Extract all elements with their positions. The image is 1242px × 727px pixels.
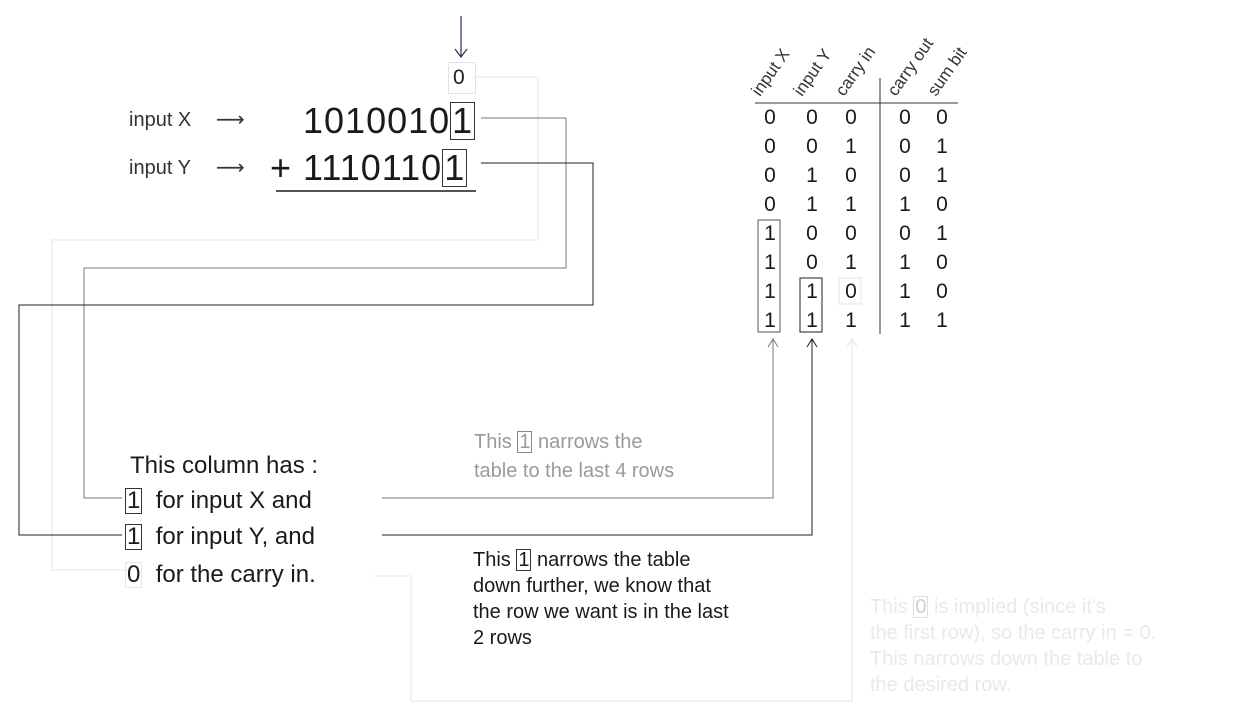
input-y-number: + 11101101: [270, 147, 468, 189]
note-y-prefix: This: [473, 549, 511, 571]
note-x-prefix: This: [474, 431, 512, 453]
input-y-last-digit: 1: [442, 147, 468, 188]
table-cell-input-y: 0: [806, 251, 818, 274]
table-cell-input-x: 1: [764, 222, 776, 245]
column-note-y-text: for input Y, and: [155, 523, 315, 550]
table-cell-carry-out: 0: [899, 222, 911, 245]
right-arrow-icon: ⟶: [216, 157, 245, 179]
table-cell-input-y: 1: [806, 193, 818, 216]
input-y-wire-to-table: [382, 340, 813, 536]
table-cell-input-y: 0: [806, 135, 818, 158]
table-cell-input-x: 1: [764, 251, 776, 274]
column-note-y-value: 1: [125, 523, 143, 550]
table-cell-carry-out: 0: [899, 164, 911, 187]
table-cell-carry-out: 1: [899, 280, 911, 303]
input-y-label: input Y: [129, 157, 191, 179]
note-x-value: 1: [517, 431, 533, 453]
column-note-x-value: 1: [125, 487, 143, 514]
table-cell-sum-bit: 0: [936, 251, 948, 274]
table-cell-carry-in: 1: [845, 309, 857, 332]
table-cell-carry-out: 0: [899, 106, 911, 129]
table-box-input-x: [757, 219, 781, 333]
input-x-wire: [83, 117, 567, 499]
input-x-last-digit: 1: [450, 100, 476, 141]
table-cell-carry-out: 1: [899, 309, 911, 332]
note-carry-line2: the first row), so the carry in = 0.: [870, 622, 1157, 644]
table-cell-carry-in: 0: [845, 106, 857, 129]
table-cell-carry-out: 1: [899, 193, 911, 216]
column-note-carry-value: 0: [125, 561, 143, 588]
table-box-input-y: [799, 277, 823, 333]
table-cell-sum-bit: 1: [936, 222, 948, 245]
table-cell-input-x: 1: [764, 309, 776, 332]
table-cell-sum-bit: 0: [936, 193, 948, 216]
table-cell-carry-in: 0: [845, 222, 857, 245]
table-cell-sum-bit: 1: [936, 309, 948, 332]
table-cell-carry-in: 0: [845, 280, 857, 303]
note-carry-suffix: is implied (since it's: [934, 596, 1106, 618]
table-cell-input-x: 0: [764, 135, 776, 158]
note-y-line3: the row we want is in the last: [473, 601, 729, 623]
carry-wire: [51, 76, 539, 571]
note-input-x: This 1 narrows the table to the last 4 r…: [474, 428, 674, 486]
table-cell-input-y: 0: [806, 222, 818, 245]
table-box-carry: [838, 277, 862, 305]
column-note-x-text: for input X and: [155, 487, 312, 514]
table-cell-input-y: 0: [806, 106, 818, 129]
table-cell-sum-bit: 0: [936, 280, 948, 303]
table-cell-input-y: 1: [806, 280, 818, 303]
table-cell-sum-bit: 0: [936, 106, 948, 129]
table-cell-carry-out: 0: [899, 135, 911, 158]
column-note-title: This column has :: [130, 452, 319, 479]
note-y-suffix: narrows the table: [537, 549, 691, 571]
table-cell-input-x: 0: [764, 193, 776, 216]
table-cell-input-y: 1: [806, 309, 818, 332]
note-carry-line3: This narrows down the table to: [870, 648, 1143, 670]
down-arrow-icon: [454, 16, 468, 58]
table-cell-sum-bit: 1: [936, 135, 948, 158]
table-cell-input-y: 1: [806, 164, 818, 187]
column-note-line-carry: 0 for the carry in.: [125, 561, 316, 589]
carry-in-digit: 0: [453, 66, 465, 89]
table-cell-carry-in: 1: [845, 251, 857, 274]
input-x-label: input X: [129, 109, 192, 131]
table-cell-carry-in: 1: [845, 193, 857, 216]
carry-wire-to-table: [375, 340, 853, 702]
note-y-line2: down further, we know that: [473, 575, 711, 597]
input-x-digits: 1010010: [303, 100, 451, 141]
input-x-wire-to-table: [382, 340, 774, 499]
note-input-y: This 1 narrows the table down further, w…: [473, 547, 729, 651]
note-carry-in: This 0 is implied (since it's the first …: [870, 594, 1156, 698]
input-y-digits: 1110110: [303, 147, 443, 188]
input-y-wire: [18, 162, 594, 536]
note-y-line4: 2 rows: [473, 627, 532, 649]
note-x-suffix: narrows the: [538, 431, 643, 453]
column-note-carry-text: for the carry in.: [155, 561, 316, 588]
note-carry-prefix: This: [870, 596, 908, 618]
note-carry-line4: the desired row.: [870, 674, 1012, 696]
table-cell-carry-in: 0: [845, 164, 857, 187]
plus-sign: +: [270, 147, 293, 188]
note-x-line2: table to the last 4 rows: [474, 460, 675, 482]
column-note-line-x: 1 for input X and: [125, 487, 312, 515]
table-cell-input-x: 1: [764, 280, 776, 303]
table-cell-carry-in: 1: [845, 135, 857, 158]
note-y-value: 1: [516, 549, 532, 571]
table-cell-sum-bit: 1: [936, 164, 948, 187]
table-cell-input-x: 0: [764, 106, 776, 129]
note-carry-value: 0: [913, 596, 929, 618]
table-cell-input-x: 0: [764, 164, 776, 187]
table-cell-carry-out: 1: [899, 251, 911, 274]
right-arrow-icon: ⟶: [216, 109, 245, 131]
carry-digit-box: [448, 62, 476, 94]
column-note-line-y: 1 for input Y, and: [125, 523, 315, 551]
input-x-number: 10100101: [303, 100, 476, 142]
